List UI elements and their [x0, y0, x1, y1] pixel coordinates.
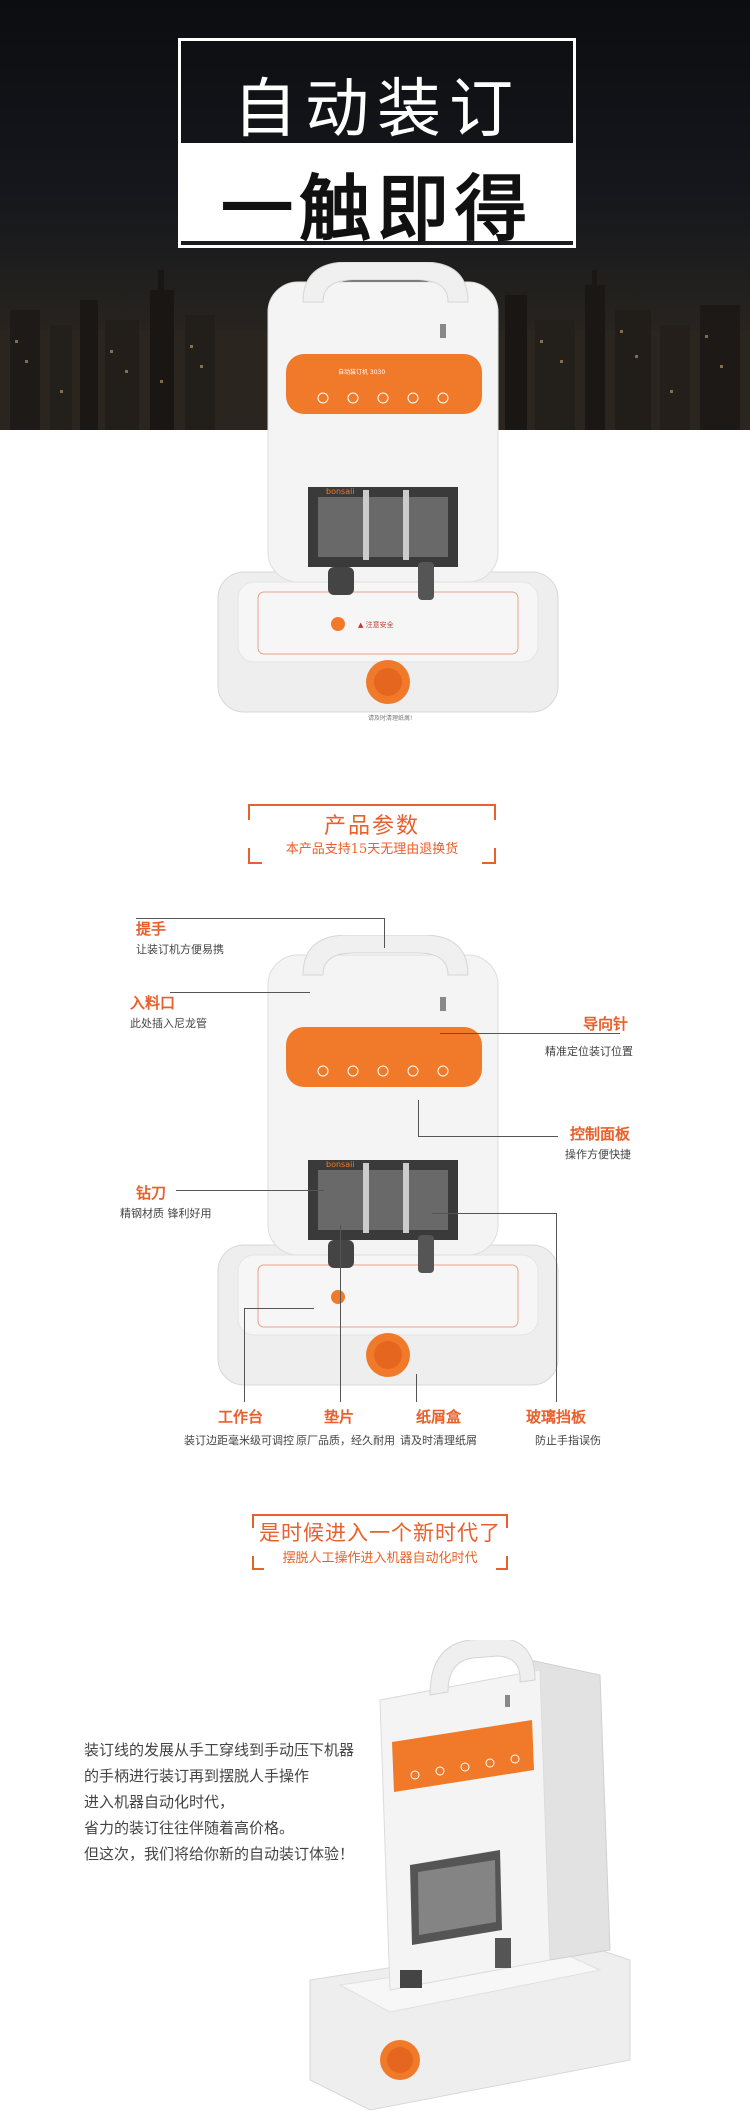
params-header-bottom-line-left: [248, 862, 262, 864]
params-header-bottom-line-right: [482, 862, 496, 864]
svg-text:▲ 注意安全: ▲ 注意安全: [358, 620, 394, 629]
hero-title-line1: 自动装订: [233, 73, 521, 147]
svg-text:bonsaii: bonsaii: [326, 487, 355, 496]
era-paragraph-line: 的手柄进行装订再到摆脱人手操作: [84, 1767, 310, 1785]
callout-drill-title: 钻刀: [136, 1184, 167, 1202]
era-header-right-bar-bottom: [506, 1556, 508, 1570]
binding-machine-diagram-image: bonsaii: [217, 935, 559, 1386]
hero-title-band: [178, 143, 576, 241]
leader-panel-v: [418, 1100, 419, 1136]
leader-guide-h: [440, 1033, 620, 1034]
callout-guide-title: 导向针: [583, 1015, 629, 1033]
params-title: 产品参数: [323, 814, 420, 839]
callout-panel-title: 控制面板: [570, 1125, 631, 1143]
params-header-left-bar: [248, 804, 250, 820]
era-paragraph-line: 但这次，我们将给你新的自动装订体验！: [84, 1845, 355, 1863]
era-header-left-bar-bottom: [252, 1556, 254, 1570]
params-header-right-bar: [494, 804, 496, 820]
era-title: 是时候进入一个新时代了: [259, 1521, 501, 1545]
callout-pad-title: 垫片: [324, 1408, 355, 1426]
callout-tray-desc: 请及时清理纸屑: [400, 1434, 477, 1447]
leader-inlet-h: [170, 992, 310, 993]
leader-tray-v: [416, 1374, 417, 1402]
params-header-right-bar-bottom: [494, 848, 496, 864]
leader-table-v: [244, 1308, 245, 1402]
callout-guide-desc: 精准定位装订位置: [545, 1045, 633, 1058]
era-paragraph-line: 省力的装订往往伴随着高价格。: [84, 1819, 295, 1837]
era-header-bottom-line-right: [496, 1568, 508, 1570]
svg-text:请及时清理纸屑!: 请及时清理纸屑!: [368, 714, 412, 722]
era-subtitle: 摆脱人工操作进入机器自动化时代: [282, 1551, 478, 1566]
leader-glass-h: [432, 1213, 556, 1214]
callout-handle-desc: 让装订机方便易携: [136, 943, 224, 956]
era-paragraph: 装订线的发展从手工穿线到手动压下机器 的手柄进行装订再到摆脱人手操作 进入机器自…: [84, 1737, 424, 1867]
callout-handle-title: 提手: [136, 920, 167, 938]
leader-panel-h: [418, 1136, 558, 1137]
callout-table-desc: 装订边距毫米级可调控: [184, 1434, 294, 1447]
leader-drill-h: [176, 1190, 324, 1191]
callout-table-title: 工作台: [218, 1408, 264, 1426]
hero-title-line2: 一触即得: [220, 167, 533, 251]
callout-inlet-desc: 此处插入尼龙管: [130, 1017, 207, 1030]
leader-table-h: [244, 1308, 314, 1309]
era-header-right-bar: [506, 1514, 508, 1528]
callout-inlet-title: 入料口: [130, 994, 176, 1012]
callout-tray-title: 纸屑盒: [416, 1408, 462, 1426]
era-paragraph-line: 进入机器自动化时代，: [84, 1793, 235, 1811]
callout-pad-desc: 原厂品质，经久耐用: [296, 1434, 395, 1447]
callout-drill-desc: 精钢材质 锋利好用: [120, 1207, 212, 1220]
leader-handle-v: [384, 918, 385, 948]
svg-text:bonsaii: bonsaii: [326, 1160, 355, 1169]
leader-pad-v: [340, 1225, 341, 1402]
params-header-top-line: [248, 804, 496, 806]
era-header-left-bar: [252, 1514, 254, 1528]
era-paragraph-line: 装订线的发展从手工穿线到手动压下机器: [84, 1741, 355, 1759]
binding-machine-side-image: [309, 1640, 631, 2110]
params-header-left-bar-bottom: [248, 848, 250, 864]
params-subtitle: 本产品支持15天无理由退换货: [285, 842, 459, 857]
leader-handle-h: [136, 918, 384, 919]
era-header-top-line: [252, 1514, 508, 1516]
era-header-bottom-line-left: [252, 1568, 264, 1570]
binding-machine-front-image: ▲ 注意安全 自动装订机 3030 bonsaii 请及时清理纸屑!: [217, 262, 559, 722]
leader-glass-v: [556, 1213, 557, 1402]
callout-panel-desc: 操作方便快捷: [565, 1148, 631, 1161]
panel-label-text: 自动装订机 3030: [338, 368, 385, 376]
callout-glass-title: 玻璃挡板: [526, 1408, 587, 1426]
callout-glass-desc: 防止手指误伤: [535, 1434, 601, 1447]
